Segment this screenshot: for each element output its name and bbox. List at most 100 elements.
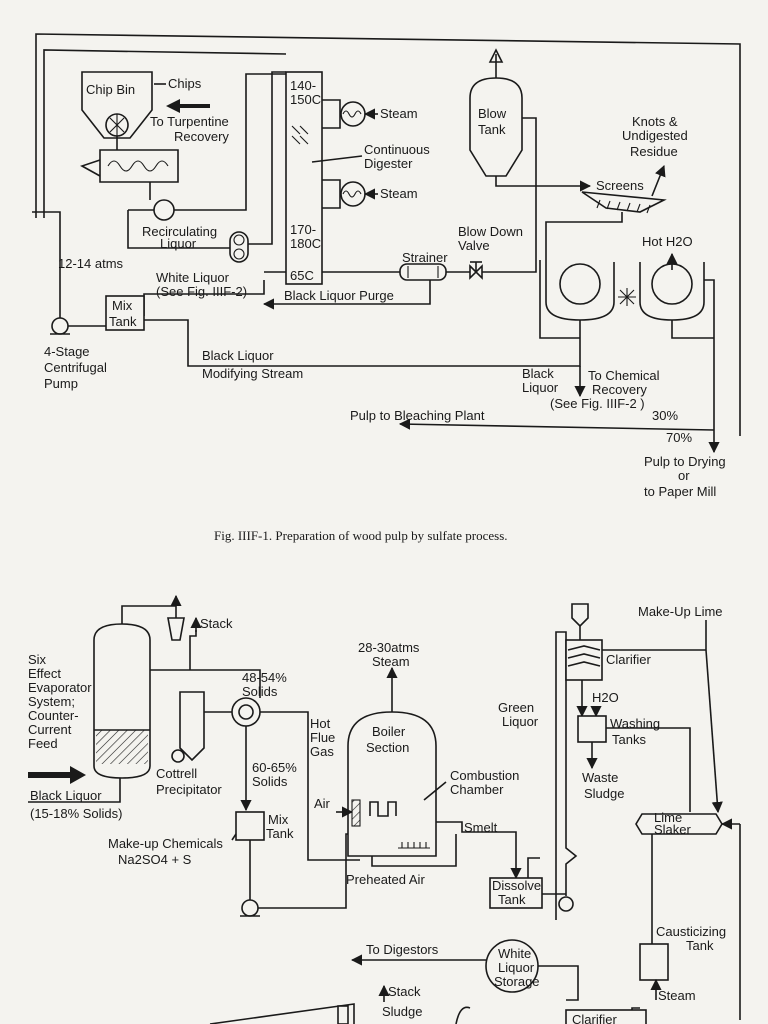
black-purge-label: Black Liquor Purge bbox=[284, 288, 394, 303]
turpentine-line-2: Recovery bbox=[174, 129, 229, 144]
screens bbox=[581, 191, 667, 214]
steam-bot-label: Steam bbox=[658, 988, 696, 1003]
steam2-label: Steam bbox=[380, 186, 418, 201]
temp-mid-2: 180C bbox=[290, 236, 321, 251]
digester-leader bbox=[311, 155, 363, 163]
continuous-digester bbox=[285, 71, 323, 285]
feed-line bbox=[128, 73, 286, 211]
causticizing-tank bbox=[639, 943, 669, 981]
temp-bot: 65C bbox=[290, 268, 314, 283]
black-purge-line bbox=[262, 280, 431, 310]
lower-heater-loop bbox=[322, 179, 341, 209]
pct30-label: 30% bbox=[652, 408, 678, 423]
liquor-pump-icon bbox=[240, 899, 260, 917]
flue-gas-line bbox=[260, 711, 360, 861]
preheated-air-line bbox=[371, 834, 457, 867]
figure-1-caption: Fig. IIIF-1. Preparation of wood pulp by… bbox=[214, 528, 508, 543]
solids2-line-2: Solids bbox=[252, 774, 288, 789]
screens-label: Screens bbox=[596, 178, 644, 193]
chip-feed-line bbox=[43, 49, 287, 218]
blow-tank-to-screens bbox=[495, 176, 592, 192]
hot-flue-line-1: Hot bbox=[310, 716, 331, 731]
chem-recovery-line-3: (See Fig. IIIF-2 ) bbox=[550, 396, 645, 411]
clarifier-2 bbox=[565, 1009, 647, 1024]
steam-top-line-1: 28-30atms bbox=[358, 640, 420, 655]
recirc-line-1: Recirculating bbox=[142, 224, 217, 239]
evap-line-4: System; bbox=[28, 694, 75, 709]
white-liquor-line-1: White Liquor bbox=[156, 270, 230, 285]
evap-line-1: Six bbox=[28, 652, 47, 667]
mix-tank-2-line-1: Mix bbox=[268, 812, 289, 827]
digester-line-1: Continuous bbox=[364, 142, 430, 157]
lime-slaker bbox=[635, 813, 740, 835]
blow-tank bbox=[469, 48, 523, 177]
pressure-line bbox=[32, 211, 61, 316]
recirculation-valve-icon bbox=[153, 199, 175, 221]
mix-tank-2 bbox=[235, 811, 265, 841]
centrifugal-pump-icon bbox=[50, 317, 70, 335]
slaker-line-1: Lime bbox=[654, 810, 682, 825]
hot-flue-line-2: Flue bbox=[310, 730, 335, 745]
recirc-line-2: Liquor bbox=[160, 236, 197, 251]
cottrell-line-2: Precipitator bbox=[156, 782, 222, 797]
makeup-chem-line-2: Na2SO4 + S bbox=[118, 852, 192, 867]
to-digestors-label: To Digestors bbox=[366, 942, 439, 957]
figure-2-diagram: Six Effect Evaporator System; Counter- C… bbox=[28, 594, 741, 1024]
upper-heater-loop bbox=[322, 99, 341, 129]
blow-tank-line-2: Tank bbox=[478, 122, 506, 137]
turpentine-arrow bbox=[166, 99, 210, 113]
slaker-line-2: Slaker bbox=[654, 822, 692, 837]
boiler-line-2: Section bbox=[366, 740, 409, 755]
knots-line-3: Residue bbox=[630, 144, 678, 159]
clarifier bbox=[565, 603, 603, 681]
mix-tank-1-line-2: Tank bbox=[109, 314, 137, 329]
wash-return bbox=[606, 727, 691, 812]
black-liquor-feed-line bbox=[28, 778, 121, 803]
makeup-lime-label: Make-Up Lime bbox=[638, 604, 723, 619]
strainer-label: Strainer bbox=[402, 250, 448, 265]
turpentine-line-1: To Turpentine bbox=[150, 114, 229, 129]
white-liquor-line-2: (See Fig. IIIF-2) bbox=[156, 284, 247, 299]
storage-line-1: White bbox=[498, 946, 531, 961]
boiler bbox=[347, 711, 437, 857]
steam-top-line-2: Steam bbox=[372, 654, 410, 669]
combustion-line-2: Chamber bbox=[450, 782, 504, 797]
chem-recovery-line-1: To Chemical bbox=[588, 368, 660, 383]
pressure-label: 12-14 atms bbox=[58, 256, 124, 271]
evap-line-6: Current bbox=[28, 722, 72, 737]
stack2-label: Stack bbox=[388, 984, 421, 999]
hot-flue-line-3: Gas bbox=[310, 744, 334, 759]
precipitator-vent bbox=[189, 630, 197, 670]
storage-line bbox=[538, 965, 579, 1001]
figure-1-diagram: Chip Bin Chips To Turpentine Recovery Re… bbox=[32, 33, 741, 499]
temp-mid-1: 170- bbox=[290, 222, 316, 237]
air-label: Air bbox=[314, 796, 331, 811]
pump-to-boiler bbox=[258, 833, 360, 909]
blow-down-line-1: Blow Down bbox=[458, 224, 523, 239]
mix-tank-1-line-1: Mix bbox=[112, 298, 133, 313]
top-return-line bbox=[35, 33, 741, 436]
black-modifying-line bbox=[144, 319, 581, 367]
black-liquor-line-1: Black bbox=[522, 366, 554, 381]
black-mod-line-1: Black Liquor bbox=[202, 348, 274, 363]
boiler-line-1: Boiler bbox=[372, 724, 406, 739]
fig2-black-liquor-line-1: Black Liquor bbox=[30, 788, 102, 803]
green-line-2: Liquor bbox=[502, 714, 539, 729]
recirculation-line bbox=[127, 71, 286, 249]
steam1-label: Steam bbox=[380, 106, 418, 121]
black-mod-line-2: Modifying Stream bbox=[202, 366, 303, 381]
fig2-black-liquor-line-2: (15-18% Solids) bbox=[30, 806, 123, 821]
mix-tank-2-line-2: Tank bbox=[266, 826, 294, 841]
storage-line-3: Storage bbox=[494, 974, 540, 989]
chem-recovery-line-2: Recovery bbox=[592, 382, 647, 397]
drying-line-2: or bbox=[678, 468, 690, 483]
knots-line-1: Knots & bbox=[632, 114, 678, 129]
combustion-leader bbox=[423, 781, 447, 801]
clarifier2-label: Clarifier bbox=[572, 1012, 617, 1024]
evap-line-2: Effect bbox=[28, 666, 61, 681]
black-liquor-line-2: Liquor bbox=[522, 380, 559, 395]
dissolve-return bbox=[527, 857, 540, 878]
dissolve-line-2: Tank bbox=[498, 892, 526, 907]
rotary-washers bbox=[539, 252, 714, 339]
mix-tank-1 bbox=[105, 295, 145, 331]
